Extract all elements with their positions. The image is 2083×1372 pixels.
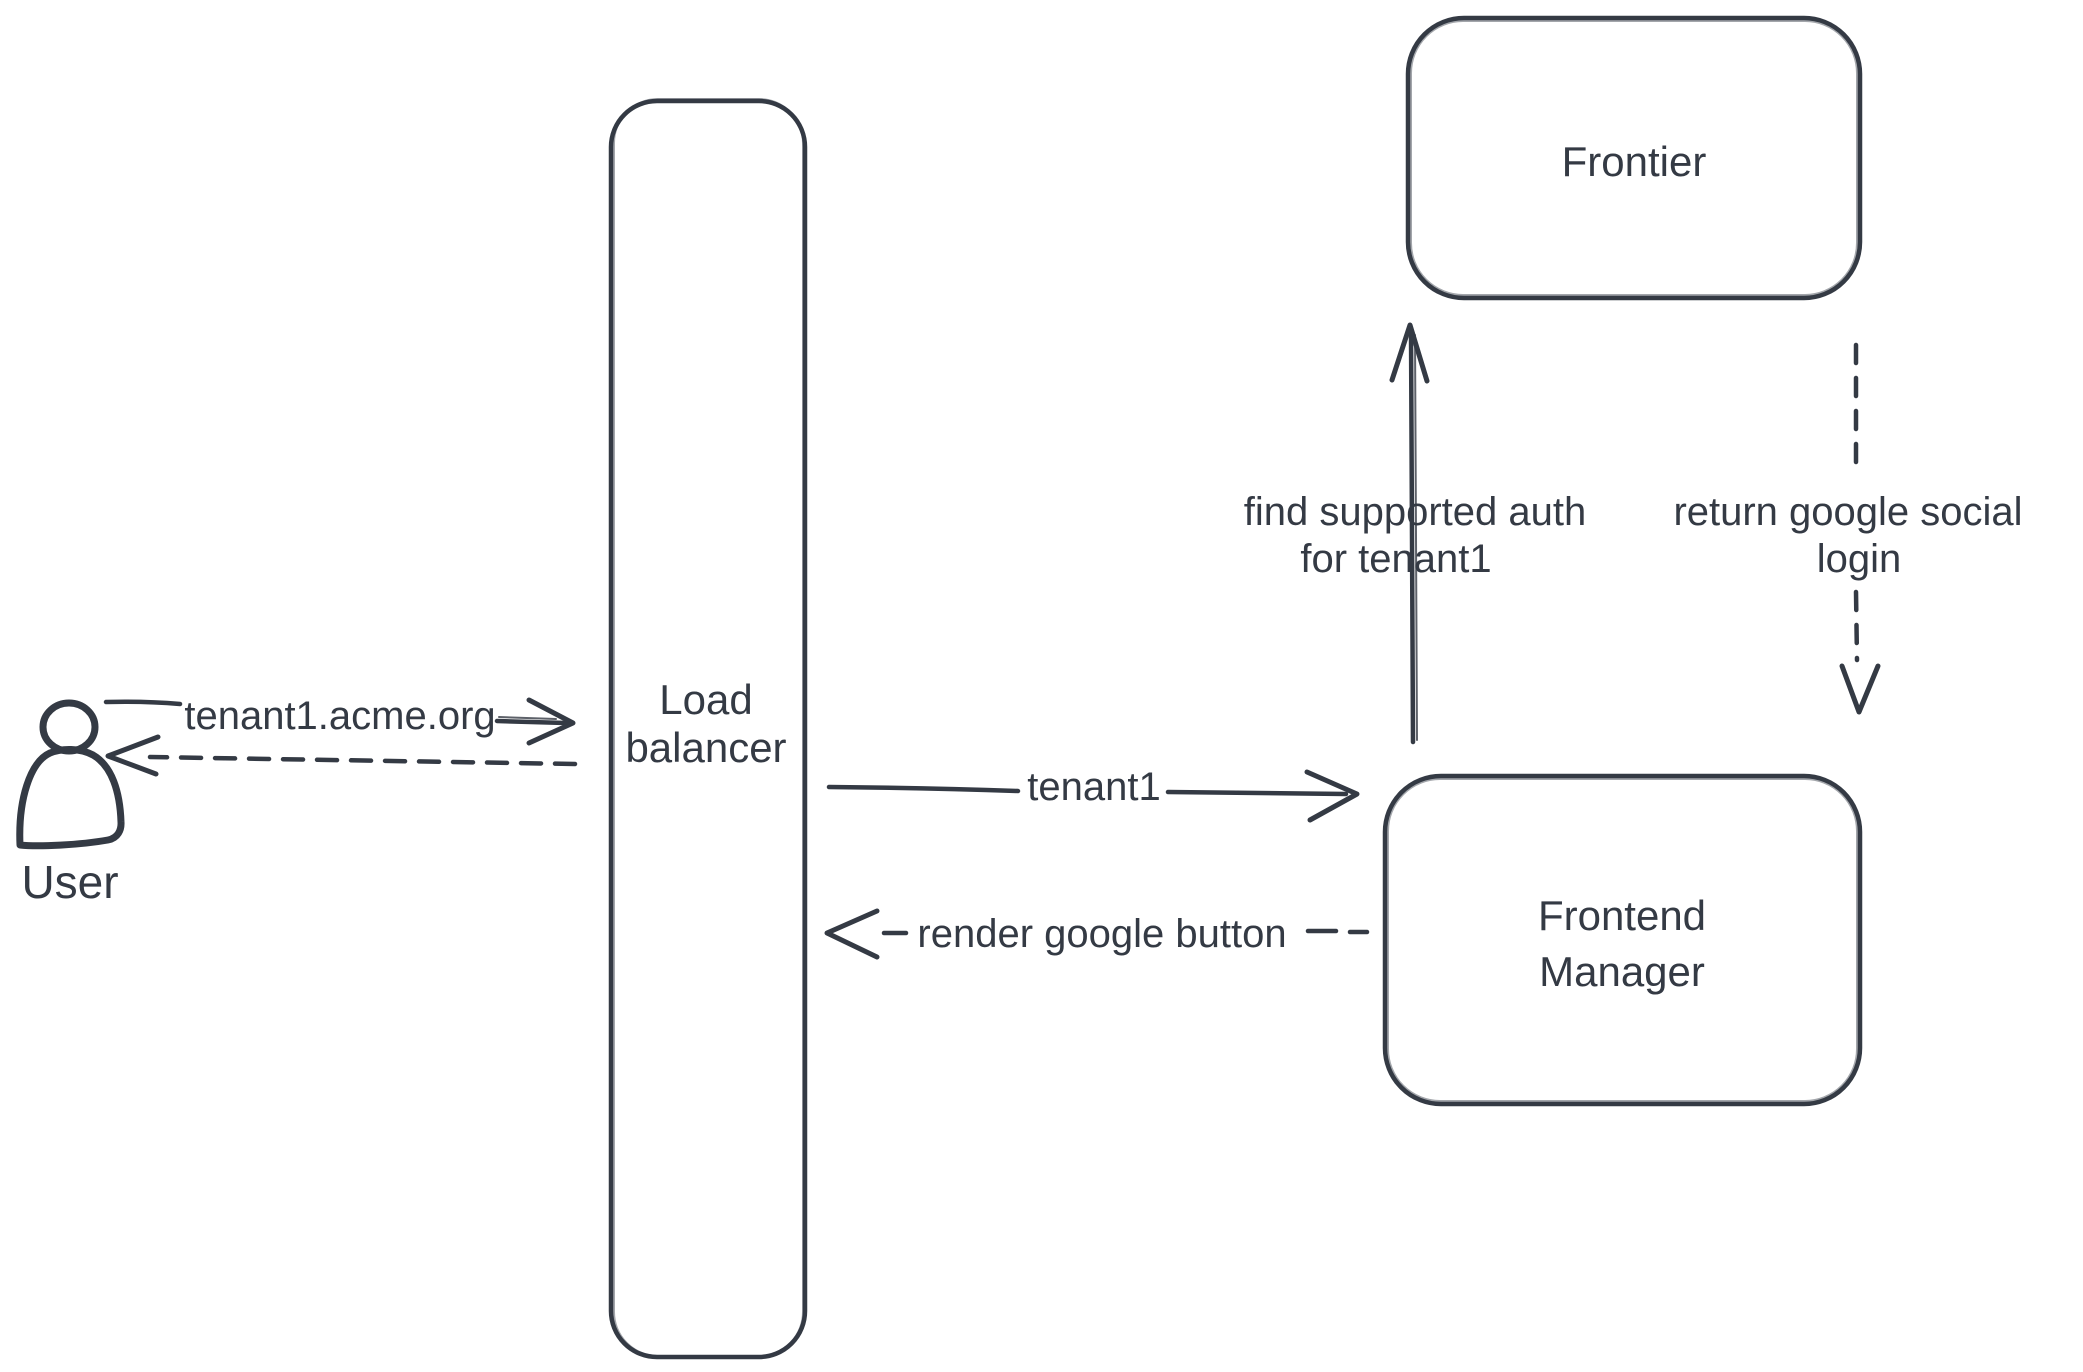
frontier-box	[1405, 15, 1863, 301]
edge-request-host: tenant1.acme.org	[103, 694, 576, 746]
arrowhead-right-icon	[526, 697, 576, 746]
edge-render-google-button: render google button	[824, 908, 1370, 960]
edge-return-label-line2: login	[1817, 537, 1902, 581]
edge-return-label-line1: return google social	[1673, 490, 2022, 534]
edge-find-auth-label-line2: for tenant1	[1300, 537, 1491, 581]
edge-render-google-button-label: render google button	[917, 912, 1286, 956]
edge-forward-tenant-shaft-right	[1165, 789, 1349, 797]
frontend-manager-box	[1382, 773, 1863, 1107]
edge-request-host-shaft-left	[103, 699, 183, 707]
edge-find-supported-auth: find supported auth for tenant1	[1244, 322, 1586, 745]
frontend-manager-label-line2: Manager	[1539, 948, 1705, 995]
user-body-icon	[16, 746, 125, 850]
edge-forward-tenant-label: tenant1	[1027, 765, 1160, 809]
arrowhead-down-icon	[1839, 663, 1881, 715]
edge-request-host-shaft-right	[494, 718, 569, 726]
frontier-box-sketch	[1410, 20, 1858, 296]
edge-request-host-label: tenant1.acme.org	[184, 694, 495, 738]
frontend-manager-box-sketch	[1387, 778, 1858, 1102]
frontier-label: Frontier	[1562, 138, 1707, 185]
node-user: User	[16, 699, 125, 908]
edge-forward-tenant-shaft-left	[826, 784, 1021, 794]
node-frontier: Frontier	[1405, 15, 1863, 301]
edge-find-auth-shaft-sketch	[1414, 334, 1418, 741]
load-balancer-label-line2: balancer	[625, 724, 786, 771]
arrowhead-left-icon	[824, 908, 880, 960]
edge-forward-tenant: tenant1	[826, 765, 1360, 823]
user-label: User	[21, 856, 118, 908]
edge-return-shaft-bottom	[1853, 589, 1860, 663]
load-balancer-label-line1: Load	[659, 676, 752, 723]
node-load-balancer: Load balancer	[608, 98, 808, 1360]
edge-find-auth-shaft	[1408, 327, 1416, 745]
frontend-manager-label-line1: Frontend	[1538, 892, 1706, 939]
user-head-icon	[39, 699, 99, 755]
load-balancer-box-sketch	[613, 98, 804, 1357]
arrowhead-up-icon	[1389, 322, 1430, 384]
load-balancer-box	[608, 98, 808, 1360]
edge-request-host-shaft-sketch	[498, 716, 557, 720]
edge-response-to-user	[105, 734, 578, 777]
arrowhead-left-icon	[105, 734, 161, 777]
arrowhead-right-icon	[1304, 769, 1360, 823]
edge-response-shaft	[147, 754, 578, 767]
edge-return-google-social-login: return google social login	[1673, 342, 2023, 715]
node-frontend-manager: Frontend Manager	[1382, 773, 1863, 1107]
edge-find-auth-label-line1: find supported auth	[1244, 490, 1586, 534]
